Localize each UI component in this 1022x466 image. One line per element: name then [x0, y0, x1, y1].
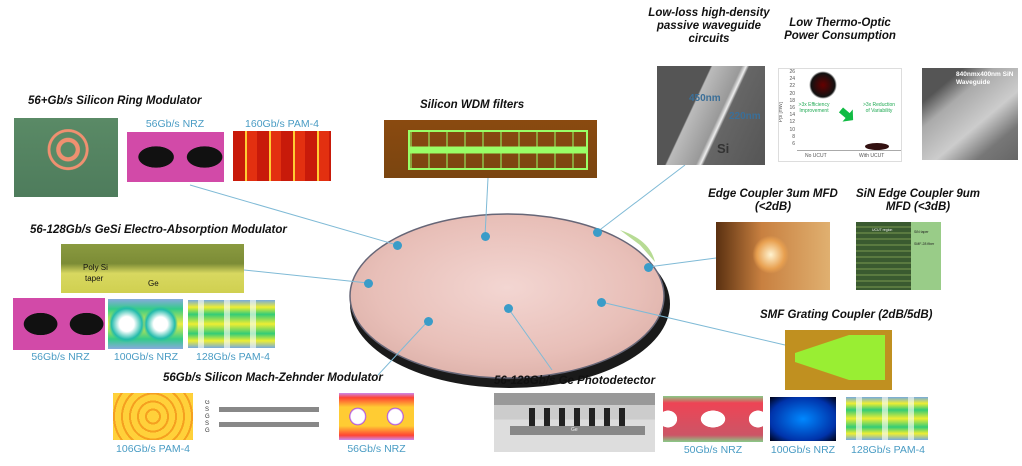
- passive-title: Low-loss high-density passive waveguide …: [648, 7, 770, 46]
- sin-edge-coupler-title: SiN Edge Coupler 9um MFD (<3dB): [856, 188, 980, 213]
- pd-eye-pam4-128: [846, 397, 928, 440]
- pad-label: S: [205, 407, 210, 413]
- poly-si-label: Poly Si: [83, 263, 108, 272]
- pad-label: G: [205, 428, 210, 434]
- y-tick: 24: [789, 76, 795, 83]
- y-tick: 18: [789, 97, 795, 104]
- wafer-marker-wdm: [480, 231, 490, 241]
- wafer-marker-eam: [363, 278, 373, 288]
- note-variability: >3x Reduction of Variability: [862, 102, 896, 114]
- eam-eye-nrz-100: [108, 299, 183, 349]
- thermo-title: Low Thermo-Optic Power Consumption: [784, 17, 896, 43]
- ring-eye-label-1: 56Gb/s NRZ: [145, 118, 205, 130]
- wafer-marker-ring: [392, 240, 402, 250]
- y-tick: 8: [792, 133, 795, 140]
- wafer-marker-pd: [503, 303, 513, 313]
- y-tick: 16: [789, 105, 795, 112]
- ring-eye-label-2: 160Gb/s PAM-4: [245, 118, 319, 130]
- wdm-micrograph: [384, 120, 597, 178]
- ge-label: Ge: [571, 427, 578, 433]
- ucut-label: UCUT region: [872, 228, 893, 232]
- eam-eye-nrz-56: [13, 298, 105, 350]
- data-cluster-with-ucut: [865, 143, 889, 150]
- eam-title: 56-128Gb/s GeSi Electro-Absorption Modul…: [30, 224, 287, 236]
- grating-title: SMF Grating Coupler (2dB/5dB): [760, 309, 933, 321]
- wafer: [349, 213, 665, 379]
- data-cluster-no-ucut: [809, 71, 837, 99]
- pd-eye-label-1: 50Gb/s NRZ: [683, 444, 743, 456]
- mzm-eye-nrz: [339, 393, 414, 440]
- mzm-title: 56Gb/s Silicon Mach-Zehnder Modulator: [163, 372, 383, 384]
- wafer-marker-passive: [592, 227, 602, 237]
- ring-modulator-title: 56+Gb/s Silicon Ring Modulator: [28, 95, 202, 107]
- wafer-marker-grating: [596, 297, 606, 307]
- pd-eye-nrz-100: [770, 397, 836, 441]
- arrow-icon: [836, 104, 859, 127]
- pad-label: G: [205, 414, 210, 420]
- pd-cross-section: Ge: [494, 393, 655, 452]
- pd-title: 56-128Gb/s Ge Photodetector: [494, 375, 656, 387]
- passive-waveguide-sem: 450nm 220nm Si: [657, 66, 765, 165]
- sin-waveguide-sem: 840nmx400nm SiN Waveguide: [922, 68, 1018, 160]
- y-tick: 6: [792, 141, 795, 148]
- x-tick: No UCUT: [805, 153, 827, 159]
- taper-label: taper: [85, 274, 104, 283]
- eam-eye-label-1: 56Gb/s NRZ: [31, 351, 90, 363]
- wafer-marker-mzm: [423, 316, 433, 326]
- sin-edge-coupler-micrograph: UCUT region SiN taper SMF-28 fiber: [856, 222, 941, 290]
- eam-eye-label-2: 100Gb/s NRZ: [113, 351, 179, 363]
- ring-eye-diagram-pam4: [233, 131, 331, 181]
- pd-eye-label-2: 100Gb/s NRZ: [770, 444, 836, 456]
- note-efficiency: >3x Efficiency Improvement: [798, 102, 830, 114]
- pad-label: G: [205, 400, 210, 406]
- sin-waveguide-label: 840nmx400nm SiN Waveguide: [956, 71, 1014, 86]
- material-label: Si: [717, 141, 730, 156]
- pd-eye-nrz-50: [663, 396, 763, 442]
- ge-label: Ge: [148, 279, 159, 288]
- ring-eye-diagram-nrz: [127, 132, 224, 182]
- edge-coupler-title: Edge Coupler 3um MFD (<2dB): [708, 188, 838, 213]
- edge-coupler-micrograph: [716, 222, 830, 290]
- y-tick: 10: [789, 126, 795, 133]
- y-tick: 26: [789, 69, 795, 75]
- x-tick: With UCUT: [859, 153, 885, 159]
- mzm-eye-pam4: [113, 393, 193, 440]
- eam-eye-pam4-128: [188, 300, 275, 348]
- y-tick: 20: [789, 90, 795, 97]
- sin-taper-label: SiN taper: [914, 230, 929, 234]
- mzm-eye-label-1: 106Gb/s PAM-4: [116, 443, 190, 455]
- eam-micrograph: Poly Si taper Ge: [61, 244, 244, 293]
- width-label: 450nm: [689, 93, 721, 104]
- y-tick: 14: [789, 112, 795, 119]
- mzm-eye-label-2: 56Gb/s NRZ: [347, 443, 406, 455]
- ring-modulator-micrograph: [14, 118, 118, 197]
- y-tick: 22: [789, 83, 795, 90]
- pd-eye-label-3: 128Gb/s PAM-4: [851, 444, 925, 456]
- pad-label: S: [205, 421, 210, 427]
- fiber-label: SMF-28 fiber: [914, 242, 935, 246]
- grating-coupler-micrograph: [785, 330, 892, 390]
- wafer-marker-edge-coupler: [643, 262, 653, 272]
- y-tick: 12: [789, 119, 795, 126]
- height-label: 220nm: [729, 111, 761, 122]
- wdm-title: Silicon WDM filters: [420, 99, 525, 111]
- eam-eye-label-3: 128Gb/s PAM-4: [196, 351, 270, 363]
- y-axis-label: Ppi [mW]: [778, 101, 785, 123]
